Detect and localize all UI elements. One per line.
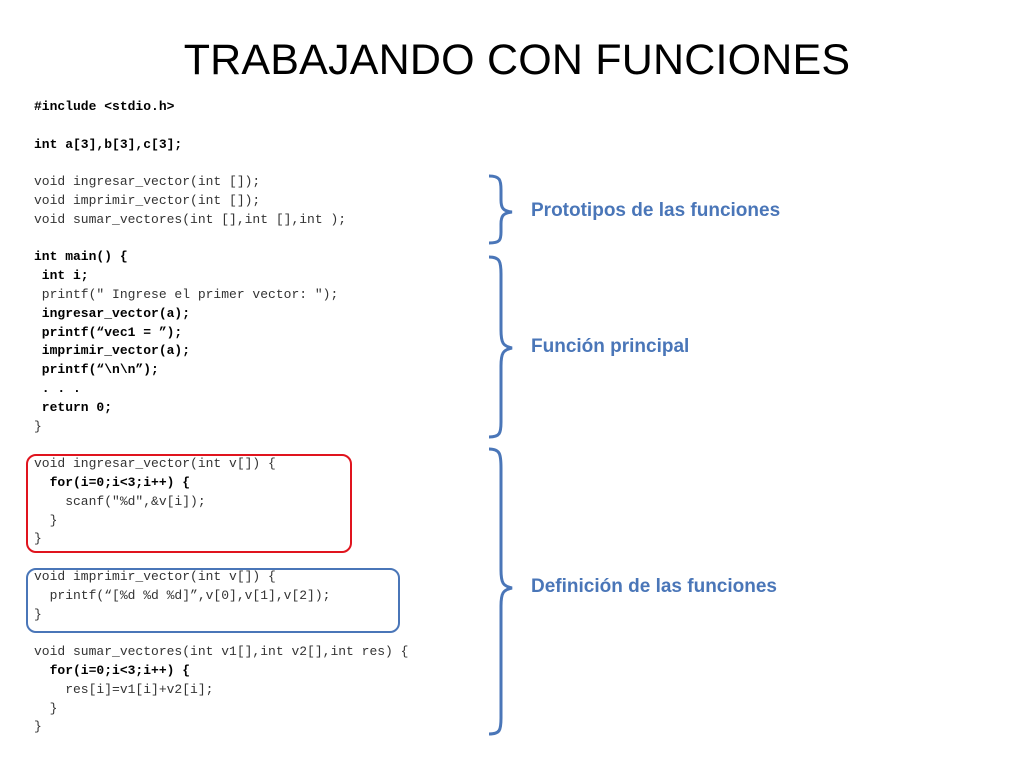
code-line: for(i=0;i<3;i++) { <box>34 474 191 490</box>
code-line: int i; <box>34 268 89 284</box>
code-line: printf(“vec1 = ”); <box>34 324 183 340</box>
code-line: void sumar_vectores(int v1[],int v2[],in… <box>34 644 409 660</box>
imprimir-vector-highlight-box <box>26 568 400 633</box>
code-line: } <box>34 418 42 434</box>
main-function-brace-icon <box>488 255 513 439</box>
main-function-label: Función principal <box>531 336 690 357</box>
ingresar-vector-highlight-box <box>26 454 352 553</box>
code-line: void imprimir_vector(int []); <box>34 192 261 208</box>
definitions-label: Definición de las funciones <box>531 576 777 597</box>
code-line: } <box>34 700 58 716</box>
prototypes-label: Prototipos de las funciones <box>531 200 781 221</box>
code-line: scanf("%d",&v[i]); <box>34 493 206 509</box>
code-line: return 0; <box>34 399 113 415</box>
code-line: void sumar_vectores(int [],int [],int ); <box>34 211 347 227</box>
code-line: #include <stdio.h> <box>34 99 175 114</box>
code-line: int a[3],b[3],c[3]; <box>34 136 183 152</box>
code-line: void ingresar_vector(int []); <box>34 174 261 190</box>
code-line: void imprimir_vector(int v[]) { <box>34 568 276 584</box>
code-line: } <box>34 531 42 547</box>
slide-title: TRABAJANDO CON FUNCIONES <box>183 36 851 84</box>
code-line: } <box>34 512 58 528</box>
code-line: imprimir_vector(a); <box>34 343 191 359</box>
code-line: . . . <box>34 380 81 396</box>
code-line: res[i]=v1[i]+v2[i]; <box>34 681 214 697</box>
code-line: void ingresar_vector(int v[]) { <box>34 456 276 472</box>
code-listing: #include <stdio.h> int a[3],b[3],c[3]; voi… <box>34 98 408 737</box>
prototypes-brace-icon <box>488 174 513 245</box>
code-line: for(i=0;i<3;i++) { <box>34 662 191 678</box>
code-line: } <box>34 719 42 735</box>
code-line: } <box>34 606 42 622</box>
code-line: printf(" Ingrese el primer vector: "); <box>34 286 339 302</box>
code-line: ingresar_vector(a); <box>34 305 191 321</box>
definitions-brace-icon <box>488 447 513 736</box>
code-line: printf(“[%d %d %d]”,v[0],v[1],v[2]); <box>34 587 331 603</box>
code-line: int main() { <box>34 249 128 265</box>
code-line: printf(“\n\n”); <box>34 362 159 378</box>
